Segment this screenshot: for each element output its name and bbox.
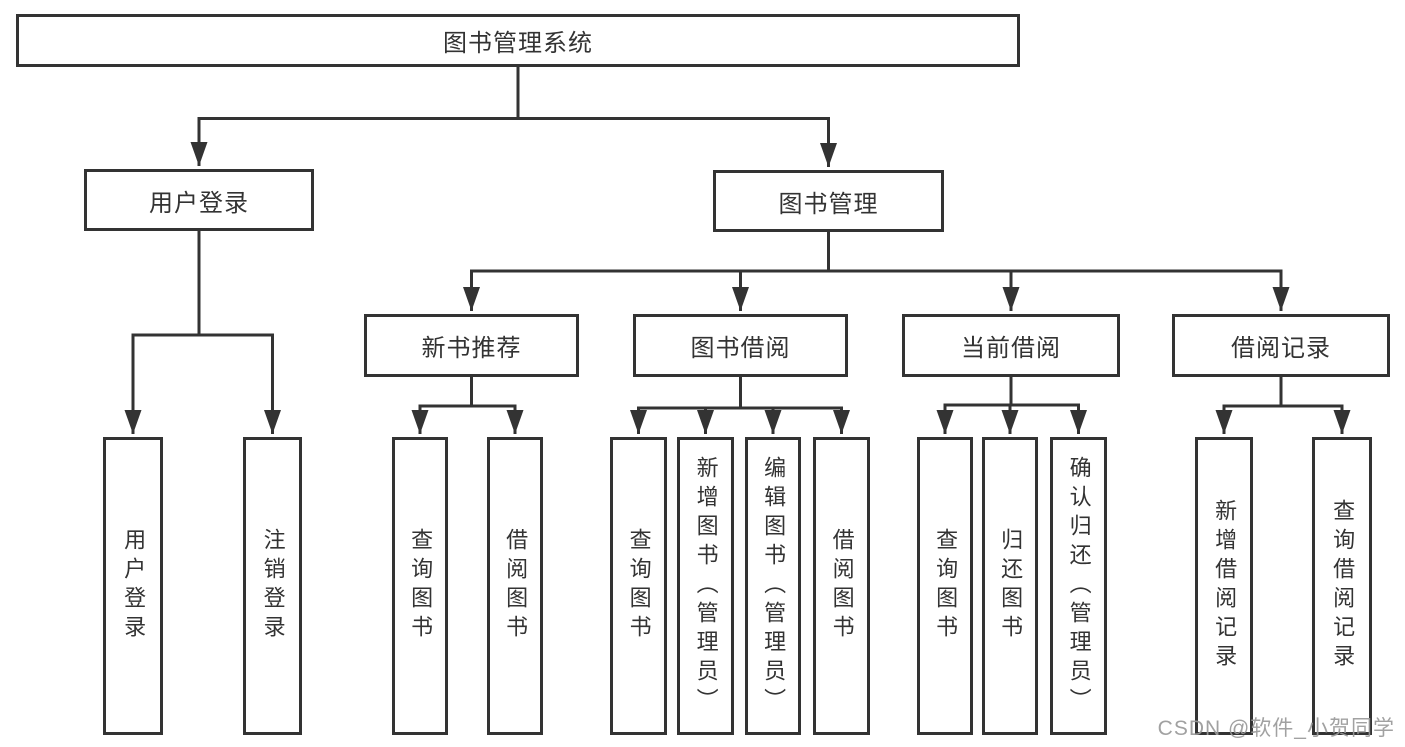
leaf-user-login: 用户登录	[103, 437, 163, 735]
leaf-add-books-admin: 新增图书（管理员）	[677, 437, 734, 735]
leaf-label: 借阅图书	[503, 528, 529, 644]
node-label: 借阅记录	[1231, 335, 1331, 362]
leaf-query-borrow-record: 查询借阅记录	[1312, 437, 1372, 735]
leaf-label: 注销登录	[260, 528, 286, 644]
leaf-edit-books-admin: 编辑图书（管理员）	[745, 437, 801, 735]
node-borrowing-records: 借阅记录	[1172, 314, 1390, 377]
leaf-borrow-books-borrowing: 借阅图书	[813, 437, 870, 735]
node-current-borrowing: 当前借阅	[902, 314, 1120, 377]
leaf-query-books-recommend: 查询图书	[392, 437, 448, 735]
leaf-label: 确认归还（管理员）	[1066, 455, 1092, 717]
leaf-borrow-books-recommend: 借阅图书	[487, 437, 543, 735]
leaf-query-books-current: 查询图书	[917, 437, 973, 735]
leaf-logout: 注销登录	[243, 437, 302, 735]
node-label: 新书推荐	[421, 335, 522, 362]
node-label: 图书借阅	[690, 335, 791, 362]
node-book-borrowing: 图书借阅	[633, 314, 848, 377]
leaf-label: 查询图书	[626, 528, 652, 644]
leaf-label: 查询借阅记录	[1330, 499, 1356, 673]
node-library-management-system: 图书管理系统	[16, 14, 1020, 67]
leaf-label: 编辑图书（管理员）	[761, 455, 787, 717]
leaf-confirm-return-admin: 确认归还（管理员）	[1050, 437, 1107, 735]
node-book-management-branch: 图书管理	[713, 170, 944, 232]
node-label: 当前借阅	[961, 335, 1061, 362]
leaf-query-books-borrowing: 查询图书	[610, 437, 667, 735]
leaf-label: 用户登录	[121, 528, 147, 644]
leaf-add-borrow-record: 新增借阅记录	[1195, 437, 1253, 735]
leaf-label: 新增图书（管理员）	[693, 455, 719, 717]
node-label: 图书管理	[778, 190, 879, 218]
node-user-login-branch: 用户登录	[84, 169, 314, 231]
leaf-label: 借阅图书	[829, 528, 855, 644]
csdn-watermark: CSDN @软件_小贺同学	[1157, 717, 1395, 740]
leaf-label: 新增借阅记录	[1212, 499, 1238, 673]
leaf-label: 查询图书	[408, 528, 434, 644]
node-label: 用户登录	[149, 189, 249, 217]
node-new-book-recommend: 新书推荐	[364, 314, 579, 377]
leaf-label: 查询图书	[933, 528, 959, 644]
node-label: 图书管理系统	[443, 30, 593, 57]
leaf-return-books: 归还图书	[982, 437, 1038, 735]
leaf-label: 归还图书	[998, 528, 1024, 644]
